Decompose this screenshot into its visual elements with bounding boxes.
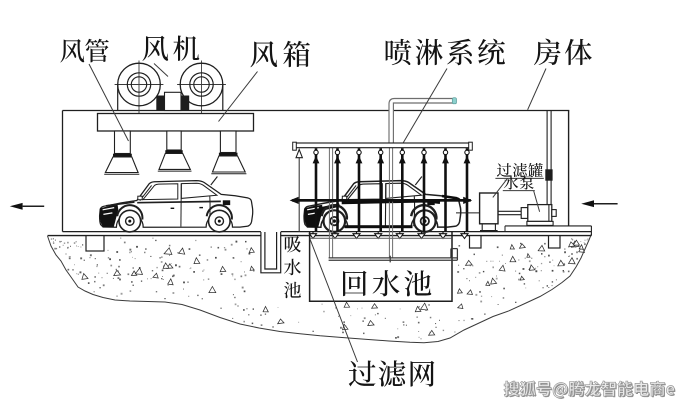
spray-system bbox=[289, 97, 473, 258]
car-left-details bbox=[99, 176, 233, 227]
label-water-pump: 水泵 bbox=[503, 175, 534, 190]
fan-connector bbox=[156, 91, 190, 112]
floor-nozzle-6 bbox=[416, 231, 427, 240]
fan-unit bbox=[96, 60, 255, 175]
spray-pipe-1 bbox=[312, 148, 320, 232]
filter-tank-box bbox=[478, 192, 499, 225]
watermark-text-pass bbox=[503, 380, 675, 399]
soil-boundary-curve bbox=[47, 233, 592, 344]
wall-fitting-box bbox=[545, 169, 553, 181]
water-pump-body bbox=[520, 203, 557, 226]
label-filter-screen: 过滤网 bbox=[348, 360, 435, 387]
soil-section bbox=[47, 232, 592, 344]
car-right-front-mass bbox=[304, 204, 323, 227]
suction-well-outer bbox=[260, 232, 282, 274]
return-pool-walls bbox=[308, 232, 453, 302]
floor-nozzle-1 bbox=[308, 231, 318, 240]
filter-tank-legs bbox=[480, 223, 498, 232]
gantry-legs bbox=[328, 147, 394, 258]
label-spray-system: 喷淋系统 bbox=[385, 38, 505, 66]
suction-well-inner bbox=[264, 232, 278, 270]
leader-air-box bbox=[218, 71, 258, 122]
leader-filter-screen bbox=[309, 238, 358, 363]
floor-nozzle-7 bbox=[438, 231, 448, 240]
airflow-arrow-left bbox=[9, 202, 45, 210]
pump-shaft-lines bbox=[456, 210, 522, 216]
leader-water-pump bbox=[533, 190, 541, 212]
car-left-wheels bbox=[118, 209, 231, 233]
car-left-taillamp bbox=[222, 200, 231, 206]
car-left-mirror bbox=[137, 195, 143, 201]
feed-pipe bbox=[388, 97, 457, 143]
car-left-antenna bbox=[210, 176, 218, 186]
fan-right bbox=[179, 62, 224, 107]
suction-well bbox=[260, 230, 282, 275]
return-pool bbox=[308, 232, 459, 302]
pump-base bbox=[526, 220, 554, 226]
air-box bbox=[96, 112, 255, 132]
leader-fan bbox=[153, 63, 169, 77]
leader-lines bbox=[88, 63, 547, 363]
floor-nozzle-8 bbox=[459, 231, 470, 240]
footing-right bbox=[547, 235, 561, 249]
airflow-arrows bbox=[9, 200, 618, 210]
pipe-end-cap bbox=[451, 97, 457, 105]
spray-pipe-7 bbox=[442, 148, 449, 232]
airflow-arrow-right bbox=[581, 200, 618, 208]
label-house-body: 房体 bbox=[533, 38, 592, 66]
filter-pump-unit bbox=[456, 192, 557, 232]
label-air-box: 风箱 bbox=[250, 40, 310, 68]
text-labels: 风管 风机 风箱 喷淋系统 房体 过滤罐 水泵 吸水池 回水池 过滤网 bbox=[60, 35, 592, 387]
filter-tray bbox=[328, 247, 459, 263]
spray-pipe-2 bbox=[334, 148, 341, 232]
horizontal-spray-pipe bbox=[289, 196, 473, 204]
leader-spray-system bbox=[402, 68, 448, 143]
footing-middle bbox=[468, 235, 482, 249]
house-structure bbox=[61, 109, 570, 232]
leader-filter-tank bbox=[492, 178, 508, 198]
floor-nozzle-3 bbox=[351, 231, 362, 240]
watermark: 搜狐号@腾龙智能电商e bbox=[503, 380, 676, 399]
car-left bbox=[98, 176, 254, 233]
leader-house-body bbox=[527, 68, 547, 111]
footing-left bbox=[85, 235, 105, 252]
foundation-footings bbox=[85, 235, 561, 252]
car-left-front-mass bbox=[99, 204, 119, 227]
air-ducts bbox=[104, 130, 247, 175]
car-right bbox=[303, 176, 462, 234]
fan-left bbox=[117, 62, 161, 107]
label-suction-pool: 吸水池 bbox=[284, 236, 302, 299]
floor-nozzles bbox=[308, 231, 470, 240]
label-fan: 风机 bbox=[142, 35, 200, 61]
leader-air-duct bbox=[88, 63, 129, 142]
spray-pipe-5 bbox=[398, 148, 406, 232]
duct-1 bbox=[104, 130, 140, 175]
fan-centerlines bbox=[114, 60, 226, 114]
label-return-pool: 回水池 bbox=[343, 270, 432, 297]
watermark-text: 搜狐号@腾龙智能电商e bbox=[503, 380, 676, 399]
spray-header-bar bbox=[292, 141, 473, 151]
car-right-rocker bbox=[344, 225, 413, 229]
duct-3 bbox=[211, 130, 247, 175]
spray-pipe-6 bbox=[420, 148, 428, 232]
label-air-duct: 风管 bbox=[60, 38, 109, 63]
duct-2 bbox=[157, 130, 192, 172]
spray-pipe-4 bbox=[377, 148, 385, 232]
floor-nozzle-4 bbox=[373, 231, 383, 240]
spray-pipes bbox=[312, 148, 471, 232]
spray-pipe-3 bbox=[355, 148, 363, 232]
soil-hatch-texture bbox=[50, 237, 589, 340]
spray-pipe-8 bbox=[463, 148, 471, 232]
floor-nozzle-5 bbox=[395, 231, 405, 240]
spray-return-line bbox=[295, 148, 304, 232]
floor-nozzle-2 bbox=[330, 231, 340, 240]
label-filter-tank: 过滤罐 bbox=[496, 162, 543, 178]
